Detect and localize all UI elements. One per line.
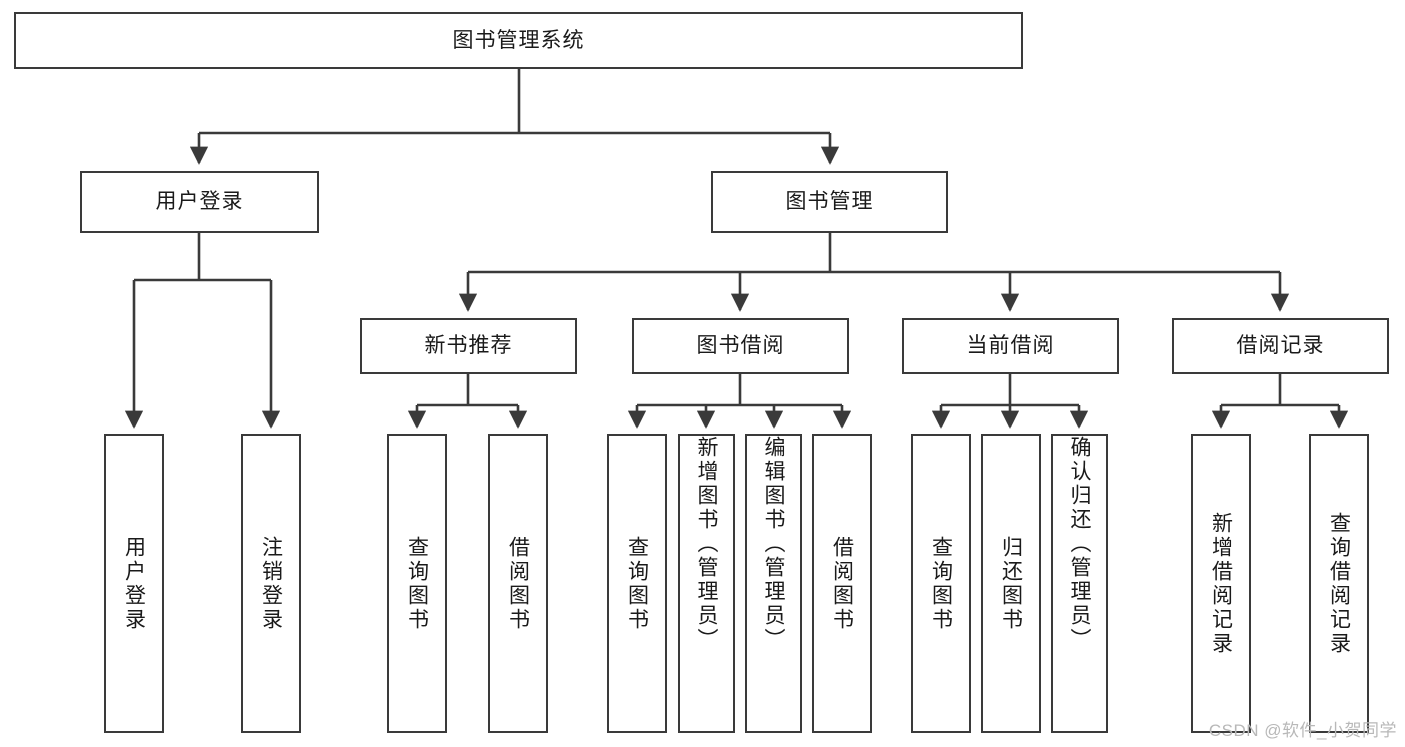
leaf-query-borrow-record[interactable]: 查询借阅记录 bbox=[1309, 434, 1369, 733]
leaf-user-logout[interactable]: 注销登录 bbox=[241, 434, 301, 733]
node-label: 图书借阅 bbox=[696, 334, 785, 358]
node-label: 编辑图书（管理员） bbox=[762, 436, 785, 652]
node-label: 新书推荐 bbox=[424, 334, 513, 358]
leaf-query-book-borrow[interactable]: 查询图书 bbox=[607, 434, 667, 733]
node-label: 查询图书 bbox=[929, 535, 953, 632]
node-new-book-recommend[interactable]: 新书推荐 bbox=[360, 318, 577, 374]
leaf-borrow-book-borrow[interactable]: 借阅图书 bbox=[812, 434, 872, 733]
node-label: 借阅图书 bbox=[506, 535, 530, 632]
node-root-book-management-system[interactable]: 图书管理系统 bbox=[14, 12, 1023, 69]
node-borrow-record[interactable]: 借阅记录 bbox=[1172, 318, 1389, 374]
node-label: 新增图书（管理员） bbox=[695, 436, 718, 652]
node-label: 图书管理 bbox=[785, 190, 874, 214]
node-label: 借阅记录 bbox=[1236, 334, 1325, 358]
leaf-add-book-admin[interactable]: 新增图书（管理员） bbox=[678, 434, 735, 733]
node-current-borrow[interactable]: 当前借阅 bbox=[902, 318, 1119, 374]
node-label: 用户登录 bbox=[122, 535, 146, 632]
leaf-query-book-current[interactable]: 查询图书 bbox=[911, 434, 971, 733]
leaf-user-login[interactable]: 用户登录 bbox=[104, 434, 164, 733]
node-label: 归还图书 bbox=[999, 535, 1023, 632]
watermark-text: CSDN @软件_小贺同学 bbox=[1208, 721, 1397, 740]
leaf-confirm-return-admin[interactable]: 确认归还（管理员） bbox=[1051, 434, 1108, 733]
leaf-borrow-book-recommend[interactable]: 借阅图书 bbox=[488, 434, 548, 733]
node-user-login[interactable]: 用户登录 bbox=[80, 171, 319, 233]
node-label: 查询图书 bbox=[405, 535, 429, 632]
node-label: 图书管理系统 bbox=[452, 28, 585, 52]
node-book-management[interactable]: 图书管理 bbox=[711, 171, 948, 233]
node-label: 用户登录 bbox=[155, 190, 244, 214]
node-label: 查询借阅记录 bbox=[1327, 511, 1351, 656]
node-book-borrow[interactable]: 图书借阅 bbox=[632, 318, 849, 374]
node-label: 当前借阅 bbox=[966, 334, 1055, 358]
node-label: 确认归还（管理员） bbox=[1068, 436, 1091, 652]
leaf-edit-book-admin[interactable]: 编辑图书（管理员） bbox=[745, 434, 802, 733]
leaf-return-book[interactable]: 归还图书 bbox=[981, 434, 1041, 733]
node-label: 借阅图书 bbox=[830, 535, 854, 632]
node-label: 查询图书 bbox=[625, 535, 649, 632]
node-label: 新增借阅记录 bbox=[1209, 511, 1233, 656]
leaf-add-borrow-record[interactable]: 新增借阅记录 bbox=[1191, 434, 1251, 733]
leaf-query-book-recommend[interactable]: 查询图书 bbox=[387, 434, 447, 733]
node-label: 注销登录 bbox=[259, 535, 283, 632]
